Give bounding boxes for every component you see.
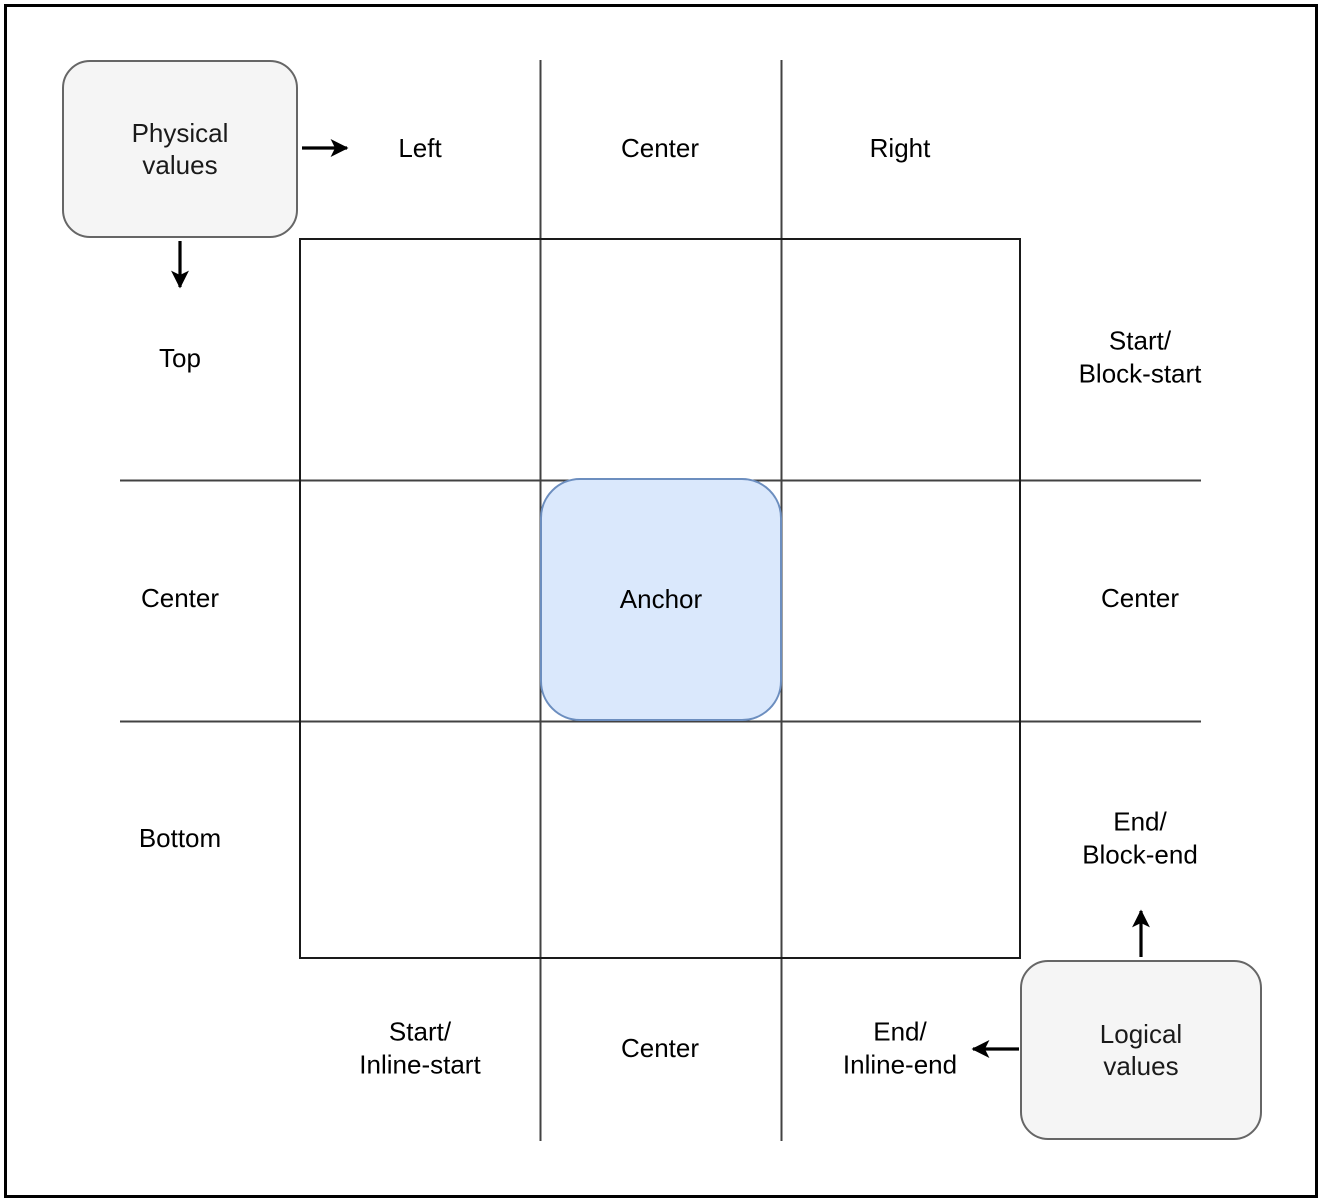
diagram-outer-border	[4, 4, 1318, 1198]
label-top: Top	[159, 342, 201, 373]
label-center-top: Center	[620, 132, 700, 163]
label-end-inline-end: End/ Inline-end	[842, 1016, 958, 1080]
label-end-block-end: End/ Block-end	[1082, 806, 1198, 870]
label-bottom: Bottom	[138, 822, 222, 853]
physical-values-box: Physical values	[62, 60, 298, 238]
label-start-block-start: Start/ Block-start	[1078, 325, 1202, 389]
label-right: Right	[869, 132, 931, 163]
label-center-right: Center	[1100, 582, 1180, 613]
logical-values-box: Logical values	[1020, 960, 1262, 1140]
inner-square	[299, 238, 1021, 959]
label-start-inline-start: Start/ Inline-start	[359, 1016, 481, 1080]
anchor-box: Anchor	[540, 478, 782, 721]
label-center-bottom: Center	[620, 1032, 700, 1063]
label-center-left: Center	[140, 582, 220, 613]
label-left: Left	[398, 132, 442, 163]
